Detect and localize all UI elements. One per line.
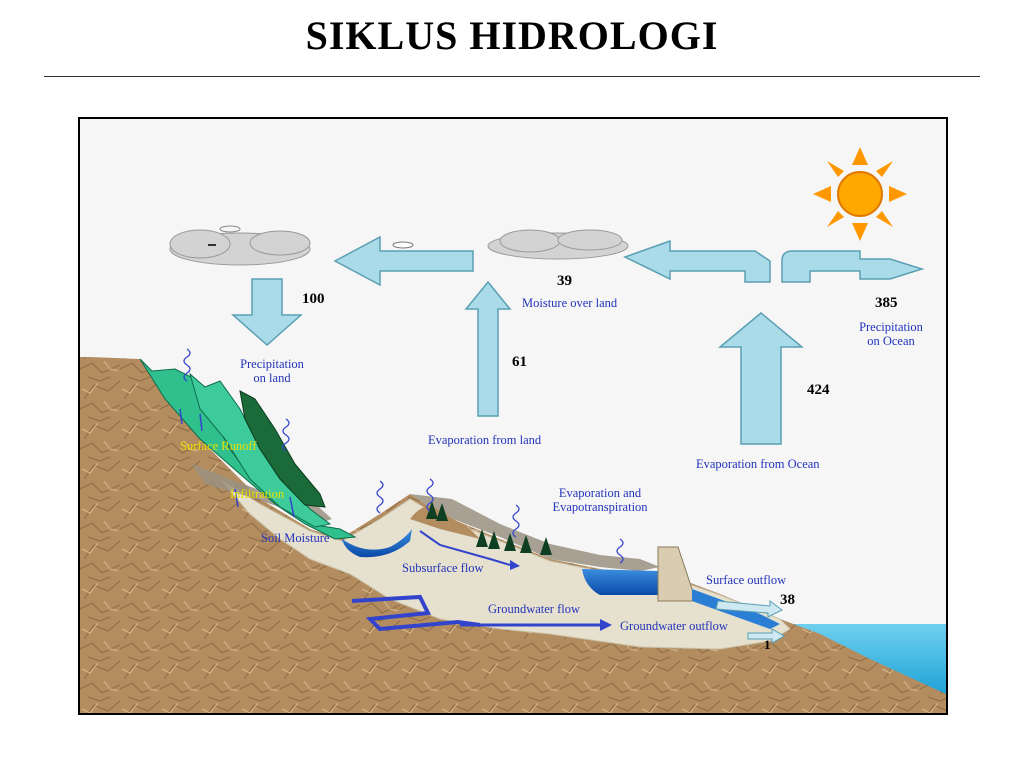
subsurface-flow-arrow	[419, 530, 511, 566]
precipitation-land-arrow	[231, 278, 303, 347]
moisture-transport-arrow	[333, 235, 474, 287]
sun-icon	[813, 147, 907, 241]
cloud-icon	[487, 229, 629, 260]
surface-outflow-arrow	[715, 600, 783, 618]
title-divider	[44, 76, 980, 77]
evaporation-squiggle-icon	[183, 348, 624, 564]
tree-icon	[426, 501, 552, 555]
surface-runoff-label: Surface Runoff	[180, 439, 257, 453]
surface-outflow-value: 38	[780, 592, 795, 608]
groundwater-outflow-value: 1	[764, 637, 771, 652]
groundwater-outflow-label: Groundwater outflow	[620, 619, 728, 633]
soil-moisture-label: Soil Moisture	[261, 531, 330, 545]
gravel-layer	[410, 494, 660, 571]
evap-land-value: 61	[512, 354, 527, 370]
evap-ocean-label: Evaporation from Ocean	[696, 457, 820, 471]
infiltration-label: Infiltration	[230, 487, 285, 501]
precip-ocean-label-line1: Precipitation	[859, 320, 923, 334]
precip-ocean-label-line2: on Ocean	[867, 334, 915, 348]
evapotranspiration-label-line1: Evaporation and	[558, 486, 642, 500]
subsurface-flow-label: Subsurface flow	[402, 561, 484, 575]
arrow-head-icon	[510, 560, 520, 570]
evapotranspiration-label-line2: Evapotranspiration	[552, 500, 648, 514]
precip-ocean-value: 385	[875, 295, 898, 311]
stream	[342, 529, 412, 558]
precip-land-label-line1: Precipitation	[240, 357, 304, 371]
groundwater-flow-label: Groundwater flow	[488, 602, 580, 616]
cloud-icon	[169, 225, 311, 266]
moisture-over-land-label: Moisture over land	[522, 296, 618, 310]
evapotranspiration-label: Evaporation and Evapotranspiration	[535, 486, 665, 514]
surface-outflow-label: Surface outflow	[706, 573, 787, 587]
ocean-to-precip-arrow	[781, 250, 925, 283]
evaporation-land-arrow	[464, 280, 512, 417]
groundwater-flow-arrow	[351, 594, 481, 632]
precip-land-value: 100	[302, 291, 325, 307]
evaporation-ocean-arrow	[717, 312, 805, 445]
moisture-over-land-value: 39	[557, 273, 572, 289]
precip-land-label: Precipitation on land	[227, 357, 317, 385]
runoff-arrows	[179, 408, 295, 518]
reservoir	[582, 569, 658, 595]
evap-land-label: Evaporation from land	[428, 433, 542, 447]
evap-ocean-value: 424	[807, 382, 830, 398]
hydrologic-cycle-diagram: 100 39 61 385 424 38 1 Moisture over lan…	[78, 117, 948, 715]
groundwater-outflow-arrow	[747, 628, 785, 644]
vegetation-hills	[139, 358, 357, 540]
precip-land-label-line2: on land	[253, 371, 291, 385]
diagram-canvas	[80, 147, 946, 713]
dam	[657, 546, 696, 602]
arrow-head-icon	[600, 619, 612, 631]
precip-ocean-label: Precipitation on Ocean	[846, 320, 936, 348]
ocean-moisture-arrow	[623, 239, 771, 283]
page-title: SIKLUS HIDROLOGI	[305, 13, 719, 58]
